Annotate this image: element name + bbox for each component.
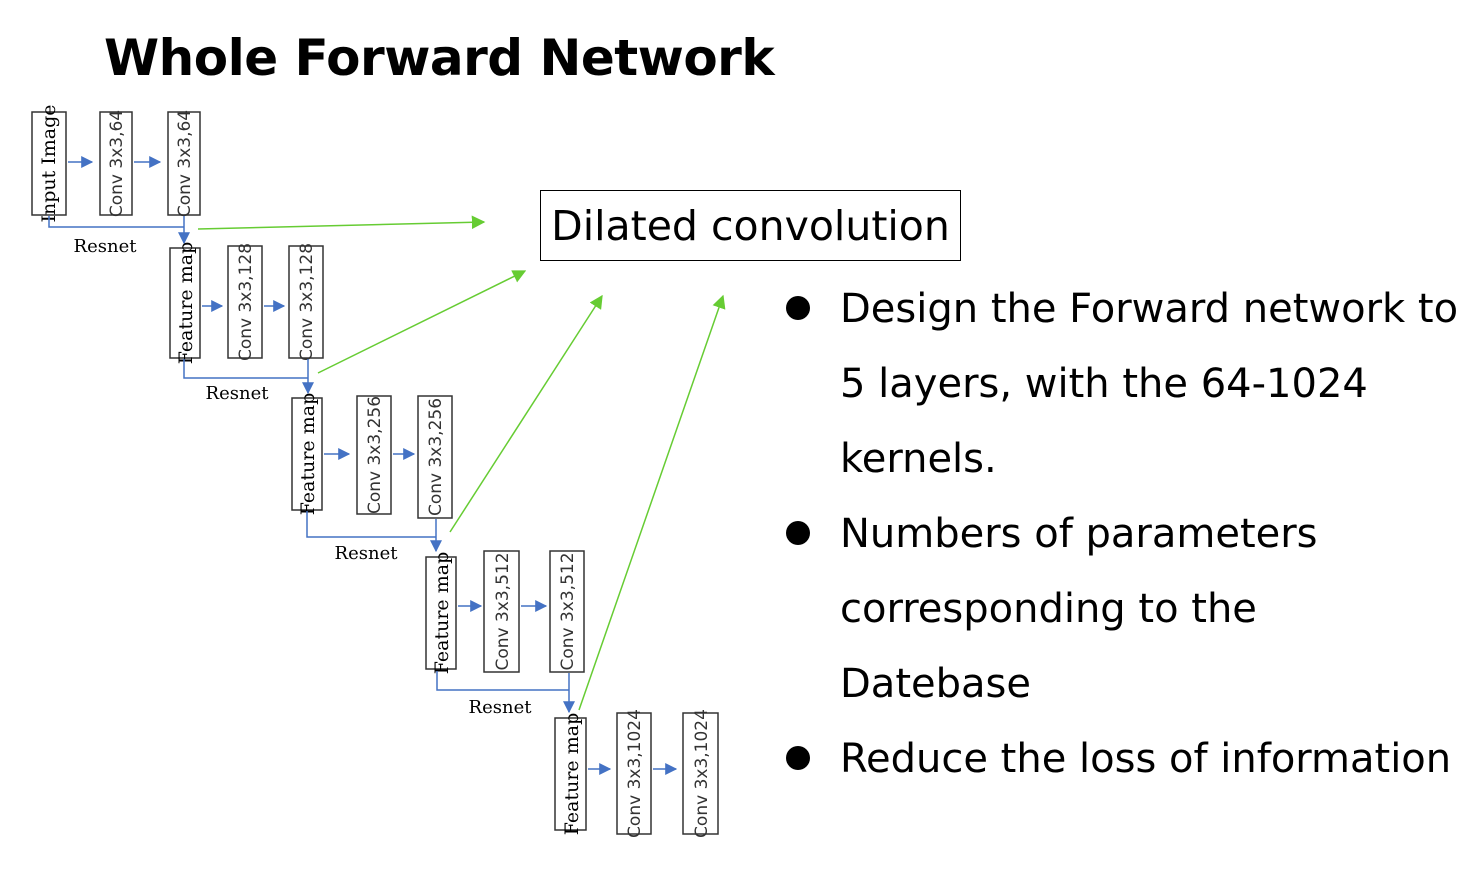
resnet-label: Resnet: [335, 543, 399, 564]
resnet-skip-line: [48, 216, 184, 228]
feature-map-label: Feature map: [297, 393, 319, 515]
feature-map-box: [425, 556, 457, 670]
conv-label: Conv 3x3,128: [236, 243, 256, 361]
dilated-arrows: [197, 215, 726, 711]
conv-label: Conv 3x3,256: [365, 396, 385, 514]
feature-map-box: [291, 397, 323, 511]
resnet-skip-line: [436, 671, 569, 691]
bullet-item: Design the Forward network to 5 layers, …: [780, 272, 1460, 497]
feature-map-label: Feature map: [431, 552, 453, 674]
stage-2: Feature map Conv 3x3,128 Conv 3x3,128 Re…: [169, 242, 324, 404]
resnet-skip-line: [306, 511, 436, 538]
conv-box: [227, 245, 263, 359]
conv-box: [99, 111, 133, 216]
bullet-dot-icon: [786, 746, 810, 770]
dilated-arrow: [317, 270, 527, 374]
stage-1: Input Image Conv 3x3,64 Conv 3x3,64 Resn…: [31, 104, 201, 257]
stage-3: Feature map Conv 3x3,256 Conv 3x3,256 Re…: [291, 393, 453, 564]
resnet-label: Resnet: [74, 236, 138, 257]
resnet-label: Resnet: [206, 383, 270, 404]
bullet-text: Numbers of parameters corresponding to t…: [840, 511, 1318, 707]
dilated-arrow: [197, 215, 486, 230]
conv-box: [682, 712, 719, 835]
conv-label: Conv 3x3,128: [297, 243, 317, 361]
resnet-label: Resnet: [469, 697, 533, 718]
dilated-arrow: [449, 294, 603, 533]
conv-label: Conv 3x3,64: [175, 110, 195, 217]
dilated-convolution-box: Dilated convolution: [540, 190, 961, 261]
bullet-text: Reduce the loss of information: [840, 736, 1452, 782]
dilated-arrow: [578, 294, 726, 711]
conv-box: [167, 111, 201, 216]
bullet-item: Numbers of parameters corresponding to t…: [780, 497, 1460, 722]
conv-box: [417, 395, 453, 519]
input-image-box: [31, 111, 67, 216]
conv-label: Conv 3x3,64: [107, 110, 127, 217]
conv-box: [549, 550, 585, 673]
stage-4: Feature map Conv 3x3,512 Conv 3x3,512 Re…: [425, 550, 585, 718]
conv-label: Conv 3x3,512: [493, 552, 513, 670]
bullet-dot-icon: [786, 521, 810, 545]
resnet-skip-line: [183, 359, 308, 379]
input-image-label: Input Image: [38, 104, 60, 222]
feature-map-label: Feature map: [561, 713, 583, 835]
stage-5: Feature map Conv 3x3,1024 Conv 3x3,1024: [554, 709, 719, 838]
bullet-dot-icon: [786, 296, 810, 320]
feature-map-label: Feature map: [175, 242, 197, 364]
conv-label: Conv 3x3,1024: [692, 709, 712, 838]
bullet-item: Reduce the loss of information: [780, 722, 1460, 797]
conv-label: Conv 3x3,256: [426, 398, 446, 516]
conv-box: [616, 712, 652, 835]
conv-label: Conv 3x3,512: [558, 552, 578, 670]
bullet-text: Design the Forward network to 5 layers, …: [840, 286, 1459, 482]
conv-box: [483, 550, 520, 673]
conv-label: Conv 3x3,1024: [625, 709, 645, 838]
feature-map-box: [554, 717, 587, 831]
conv-box: [288, 245, 324, 359]
bullet-list: Design the Forward network to 5 layers, …: [780, 272, 1460, 797]
feature-map-box: [169, 247, 201, 359]
conv-box: [356, 395, 392, 515]
page-title: Whole Forward Network: [104, 29, 775, 87]
